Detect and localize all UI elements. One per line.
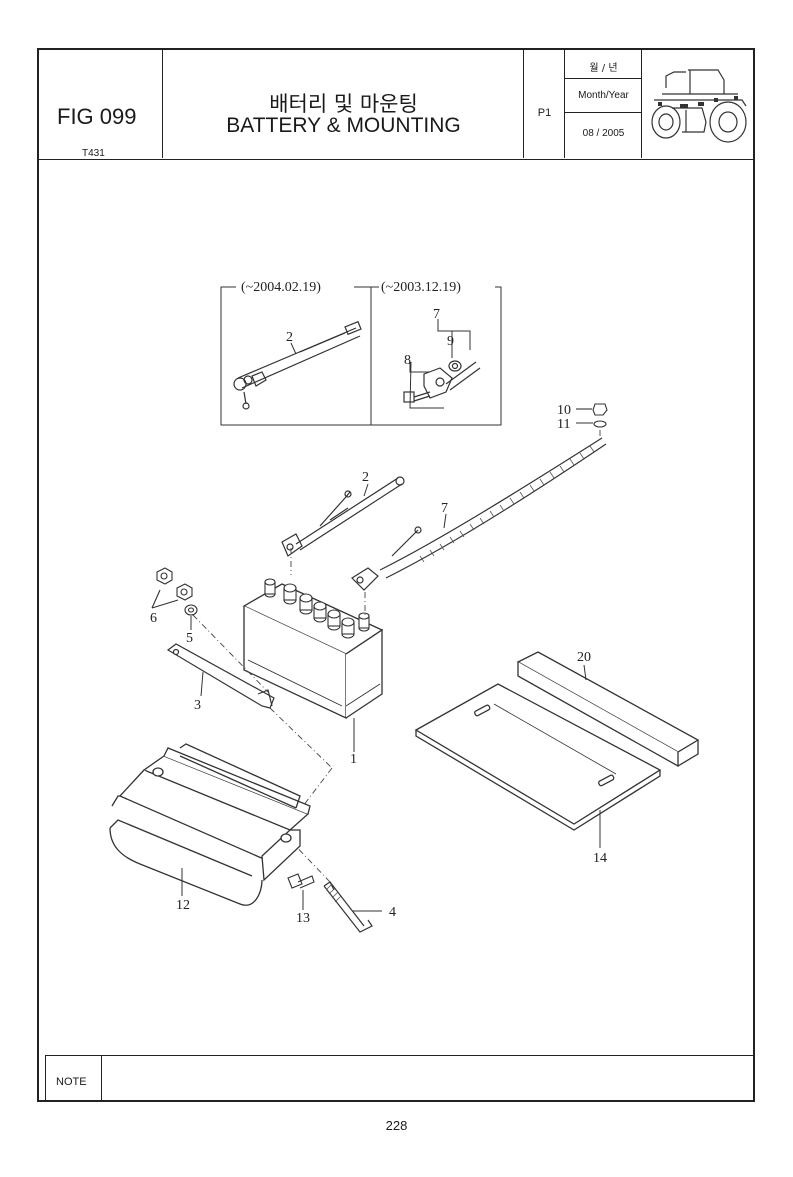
tractor-icon-cell xyxy=(642,48,753,158)
nut-and-washer xyxy=(576,403,608,428)
cable-terminal xyxy=(351,526,422,591)
title-english: BATTERY & MOUNTING xyxy=(226,114,461,137)
month-year-label: Month/Year xyxy=(578,90,629,101)
bolt xyxy=(287,873,315,889)
cable-braid xyxy=(419,445,595,563)
page-code: P1 xyxy=(537,107,552,119)
callout-9-inset: 9 xyxy=(447,334,454,349)
model-code: T431 xyxy=(82,148,105,159)
callout-20: 20 xyxy=(577,650,591,665)
ground-cable xyxy=(281,476,405,557)
callout-3: 3 xyxy=(194,698,201,713)
title-block: FIG 099 T431 배터리 및 마운팅 BATTERY & MOUNTIN… xyxy=(37,48,755,160)
figure-cell: FIG 099 T431 xyxy=(37,48,163,159)
callout-4: 4 xyxy=(389,905,396,920)
inset-date-right: (~2003.12.19) xyxy=(381,280,461,295)
callout-12: 12 xyxy=(176,898,190,913)
revision-date: 08 / 2005 xyxy=(582,128,625,139)
title-cell: 배터리 및 마운팅 BATTERY & MOUNTING xyxy=(163,48,524,158)
divider xyxy=(565,78,641,79)
callout-7-inset: 7 xyxy=(433,307,440,322)
battery-mat xyxy=(414,683,662,831)
callout-1: 1 xyxy=(350,752,357,767)
battery-caps xyxy=(264,578,370,639)
inset-date-left: (~2004.02.19) xyxy=(241,280,321,295)
callout-7: 7 xyxy=(441,501,448,516)
callout-11: 11 xyxy=(557,417,570,432)
inset-terminal-clamp xyxy=(403,360,481,403)
foam-block xyxy=(516,651,700,768)
month-year-korean: 월 / 년 xyxy=(589,63,618,74)
page-frame xyxy=(37,48,755,1102)
note-label-cell: NOTE xyxy=(46,1056,102,1101)
page-code-cell: P1 xyxy=(524,48,565,158)
hold-down-bracket xyxy=(166,643,275,709)
divider xyxy=(565,112,641,113)
figure-number: FIG 099 xyxy=(57,104,137,129)
inset-cable xyxy=(233,320,362,410)
note-label: NOTE xyxy=(56,1076,87,1088)
battery-tray xyxy=(109,743,311,906)
date-cell: 월 / 년 Month/Year 08 / 2005 xyxy=(565,48,642,158)
callout-2-inset: 2 xyxy=(286,330,293,345)
tractor-icon xyxy=(651,69,747,143)
page-number: 228 xyxy=(385,1118,408,1133)
positive-cable xyxy=(379,437,607,579)
callout-13: 13 xyxy=(296,911,310,926)
callout-8-inset: 8 xyxy=(404,353,411,368)
callout-10: 10 xyxy=(557,403,571,418)
title-korean: 배터리 및 마운팅 xyxy=(269,92,418,116)
callout-2: 2 xyxy=(362,470,369,485)
callout-5: 5 xyxy=(186,631,193,646)
inset-box xyxy=(220,279,502,426)
hook-rod xyxy=(323,881,373,933)
callout-14: 14 xyxy=(593,851,607,866)
note-row: NOTE xyxy=(45,1055,755,1102)
callout-6: 6 xyxy=(150,611,157,626)
nuts-and-washer xyxy=(151,567,198,616)
